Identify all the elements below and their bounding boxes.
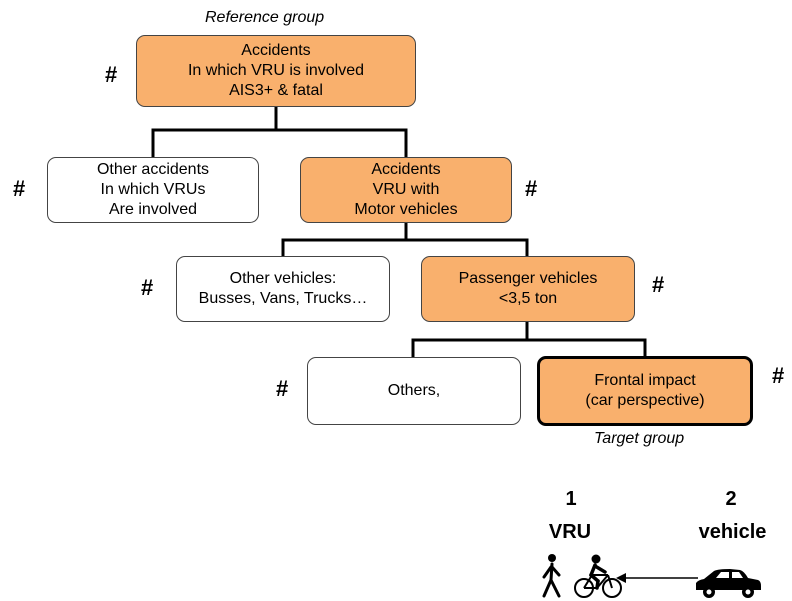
target-group-caption: Target group — [594, 430, 685, 447]
hash-frontal: # — [772, 363, 785, 388]
hash-passenger: # — [652, 272, 665, 297]
cyclist-icon — [574, 554, 622, 598]
node-vru-motor-vehicles: Accidents VRU with Motor vehicles — [300, 157, 512, 223]
node-root-label: Accidents In which VRU is involved AIS3+… — [187, 42, 365, 99]
hash-others: # — [276, 376, 289, 401]
node-others-label: Others, — [387, 382, 441, 399]
pedestrian-icon — [542, 554, 561, 598]
node-passenger-label: Passenger vehicles <3,5 ton — [458, 270, 598, 307]
node-others: Others, — [307, 357, 521, 425]
node-frontal-label: Frontal impact (car perspective) — [585, 372, 705, 409]
legend-vru-number: 1 — [565, 488, 577, 510]
reference-group-caption: Reference group — [205, 9, 325, 26]
node-root-accidents: Accidents In which VRU is involved AIS3+… — [136, 35, 416, 107]
legend-vehicle-number: 2 — [725, 488, 737, 510]
node-other-accidents: Other accidents In which VRUs Are involv… — [47, 157, 259, 223]
hash-other-accidents: # — [13, 176, 26, 201]
hash-root: # — [105, 62, 118, 87]
node-other-accidents-label: Other accidents In which VRUs Are involv… — [96, 161, 210, 218]
node-other-vehicles: Other vehicles: Busses, Vans, Trucks… — [176, 256, 390, 322]
node-frontal-impact: Frontal impact (car perspective) — [537, 356, 753, 426]
car-icon — [696, 569, 761, 598]
node-vru-motor-label: Accidents VRU with Motor vehicles — [354, 161, 458, 218]
hash-vru-motor: # — [525, 176, 538, 201]
arrow-icon — [616, 573, 698, 583]
hash-other-vehicles: # — [141, 275, 154, 300]
legend-vehicle-label: vehicle — [698, 521, 767, 543]
node-other-vehicles-label: Other vehicles: Busses, Vans, Trucks… — [198, 270, 368, 307]
legend-vru-label: VRU — [548, 521, 592, 543]
node-passenger-vehicles: Passenger vehicles <3,5 ton — [421, 256, 635, 322]
